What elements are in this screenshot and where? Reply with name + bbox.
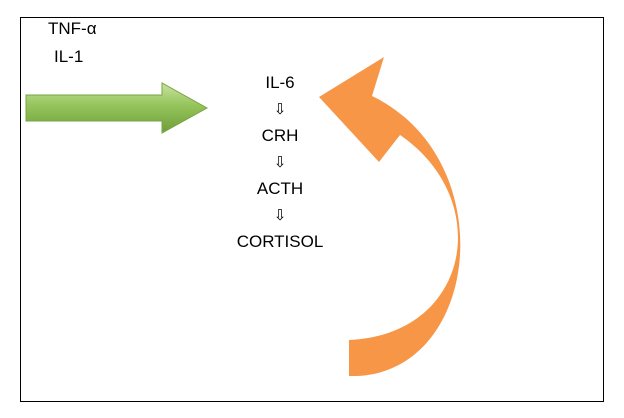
tnf-alpha-label: TNF-α: [48, 19, 97, 38]
down-arrow-icon: ⇩: [273, 207, 287, 224]
input-stimulus-arrow: [25, 82, 209, 134]
diagram-frame: [20, 17, 604, 402]
crh-label: CRH: [261, 126, 299, 145]
il1-label: IL-1: [54, 47, 84, 66]
down-arrow-icon: ⇩: [273, 101, 287, 118]
feedback-arc-arrow: [319, 57, 461, 377]
down-arrow-icon: ⇩: [273, 154, 287, 171]
stimulus-labels: TNF-α IL-1: [48, 15, 97, 71]
il6-label: IL-6: [265, 73, 295, 92]
cortisol-label: CORTISOL: [236, 232, 324, 251]
hpa-cascade: IL-6 ⇩ CRH ⇩ ACTH ⇩ CORTISOL: [190, 70, 370, 255]
acth-label: ACTH: [256, 179, 304, 198]
